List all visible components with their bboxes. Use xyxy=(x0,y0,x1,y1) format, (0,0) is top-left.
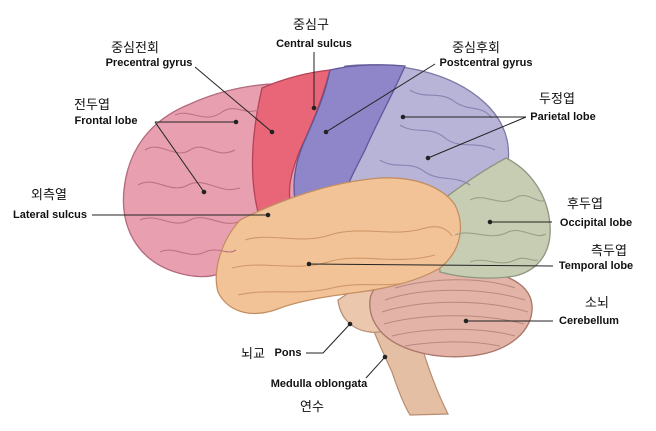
occipital-lobe-shape xyxy=(435,157,551,279)
lateral-sulcus-ko-label: 외측열 xyxy=(31,188,67,203)
temporal-lobe-en-label: Temporal lobe xyxy=(558,260,634,272)
postcentral-leader xyxy=(325,63,436,133)
frontal-gyri xyxy=(137,107,261,255)
occipital-lobe-en-label: Occipital lobe xyxy=(559,217,633,229)
postcentral-gyrus-shape xyxy=(293,64,406,201)
temporal-lobe-shape xyxy=(215,177,462,314)
temporal-lobe-ko-label: 측두엽 xyxy=(591,244,627,259)
precentral-gyrus-ko-label: 중심전회 xyxy=(111,41,159,56)
postcentral-gyrus-en-label: Postcentral gyrus xyxy=(439,57,533,69)
frontal-lobe-ko-label: 전두엽 xyxy=(74,98,110,113)
pons-ko-label: 뇌교 xyxy=(241,347,265,362)
medulla-leader xyxy=(365,356,386,379)
precentral-gyrus-en-label: Precentral gyrus xyxy=(105,57,193,69)
postcentral-gyrus-ko-label: 중심후회 xyxy=(452,41,500,56)
occipital-gyri xyxy=(454,195,547,264)
temporal-gyri xyxy=(231,226,453,296)
leader-lines xyxy=(92,52,554,379)
frontal-lobe-leader-2 xyxy=(154,121,205,193)
parietal-lobe-en-label: Parietal lobe xyxy=(530,111,596,123)
central-sulcus-ko-label: 중심구 xyxy=(293,18,329,33)
cerebellum-en-label: Cerebellum xyxy=(559,315,619,327)
pons-leader xyxy=(306,323,351,354)
parietal-lobe-leader-2 xyxy=(427,116,527,159)
frontal-lobe-en-label: Frontal lobe xyxy=(74,115,138,127)
cerebellum-ko-label: 소뇌 xyxy=(585,296,609,311)
medulla-en-label: Medulla oblongata xyxy=(270,378,368,390)
medulla-ko-label: 연수 xyxy=(300,400,324,415)
temporal-lobe-leader xyxy=(308,263,554,267)
central-sulcus-en-label: Central sulcus xyxy=(276,38,352,50)
pons-en-label: Pons xyxy=(274,347,302,359)
occipital-lobe-ko-label: 후두엽 xyxy=(567,197,603,212)
parietal-gyri xyxy=(379,89,496,186)
parietal-lobe-ko-label: 두정엽 xyxy=(539,92,575,107)
lateral-sulcus-en-label: Lateral sulcus xyxy=(13,209,87,221)
precentral-gyrus-shape xyxy=(251,69,331,213)
precentral-leader xyxy=(194,66,273,133)
